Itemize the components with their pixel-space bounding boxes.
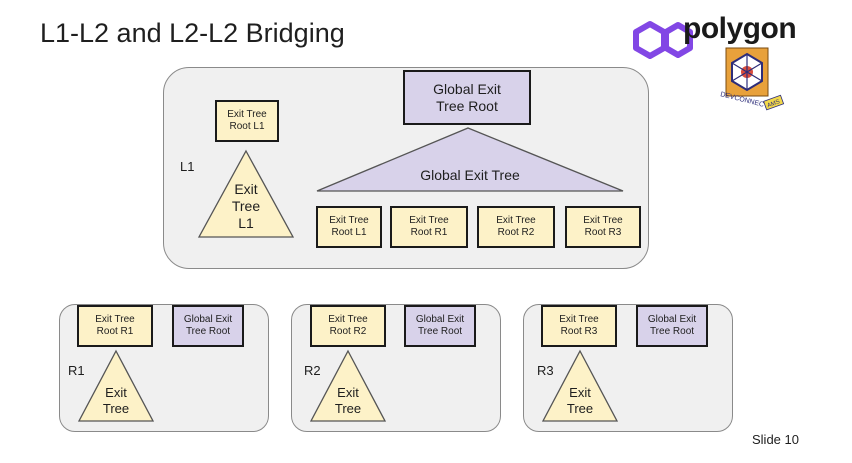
slide-number: Slide 10 <box>752 432 799 447</box>
tri-line: Exit <box>234 181 258 197</box>
tri-line: Exit <box>337 385 359 400</box>
global-exit-tree-triangle <box>316 127 624 192</box>
tri-line: Tree <box>566 401 594 416</box>
box-line: Exit Tree <box>583 215 623 226</box>
box-line: Exit Tree <box>559 314 599 325</box>
r3-exit-tree-label: Exit Tree <box>550 385 610 417</box>
box-line: Exit Tree <box>95 314 135 325</box>
box-line: Tree Root <box>185 326 231 337</box>
r2-label: R2 <box>304 363 321 378</box>
box-line: Root R3 <box>560 326 598 337</box>
box-line: Exit Tree <box>496 215 536 226</box>
box-line: Root R2 <box>329 326 367 337</box>
box-line: Exit Tree <box>329 215 369 226</box>
r1-exit-tree-triangle <box>77 349 155 422</box>
tri-line: Exit <box>105 385 127 400</box>
box-line: Root R2 <box>497 227 535 238</box>
tri-line: Tree <box>334 401 362 416</box>
r1-exit-tree-label: Exit Tree <box>86 385 146 417</box>
polygon-mark-icon: DEVCONNECT AMS <box>633 21 785 111</box>
ams-badge-text: AMS <box>767 99 781 109</box>
tri-line: L1 <box>238 215 254 231</box>
r3-label: R3 <box>537 363 554 378</box>
polygon-wordmark: polygon <box>683 12 797 45</box>
box-line: Root R3 <box>584 227 622 238</box>
r2-exit-tree-triangle <box>309 349 387 422</box>
tri-line: Exit <box>569 385 591 400</box>
tri-line: Tree <box>231 198 261 214</box>
l1-label: L1 <box>180 159 195 174</box>
box-line: Root R1 <box>410 227 448 238</box>
box-line: Exit Tree <box>328 314 368 325</box>
l1-exit-tree-triangle <box>197 149 295 238</box>
box-line: Global Exit <box>433 80 501 97</box>
l1-exit-tree-label: Exit Tree L1 <box>206 181 286 232</box>
box-line: Root L1 <box>331 227 367 238</box>
box-line: Tree Root <box>649 326 695 337</box>
box-line: Global Exit <box>183 314 233 325</box>
r1-label: R1 <box>68 363 85 378</box>
r2-exit-tree-label: Exit Tree <box>318 385 378 417</box>
slide-title: L1-L2 and L2-L2 Bridging <box>40 18 345 48</box>
box-line: Exit Tree <box>409 215 449 226</box>
box-line: Exit Tree <box>227 109 267 120</box>
box-line: Tree Root <box>436 97 498 114</box>
box-line: Global Exit <box>647 314 697 325</box>
r3-exit-tree-triangle <box>541 349 619 422</box>
tri-line: Tree <box>102 401 130 416</box>
box-line: Global Exit <box>415 314 465 325</box>
box-line: Root R1 <box>96 326 134 337</box>
box-line: Root L1 <box>229 121 265 132</box>
box-line: Tree Root <box>417 326 463 337</box>
global-exit-tree-label: Global Exit Tree <box>420 167 520 183</box>
